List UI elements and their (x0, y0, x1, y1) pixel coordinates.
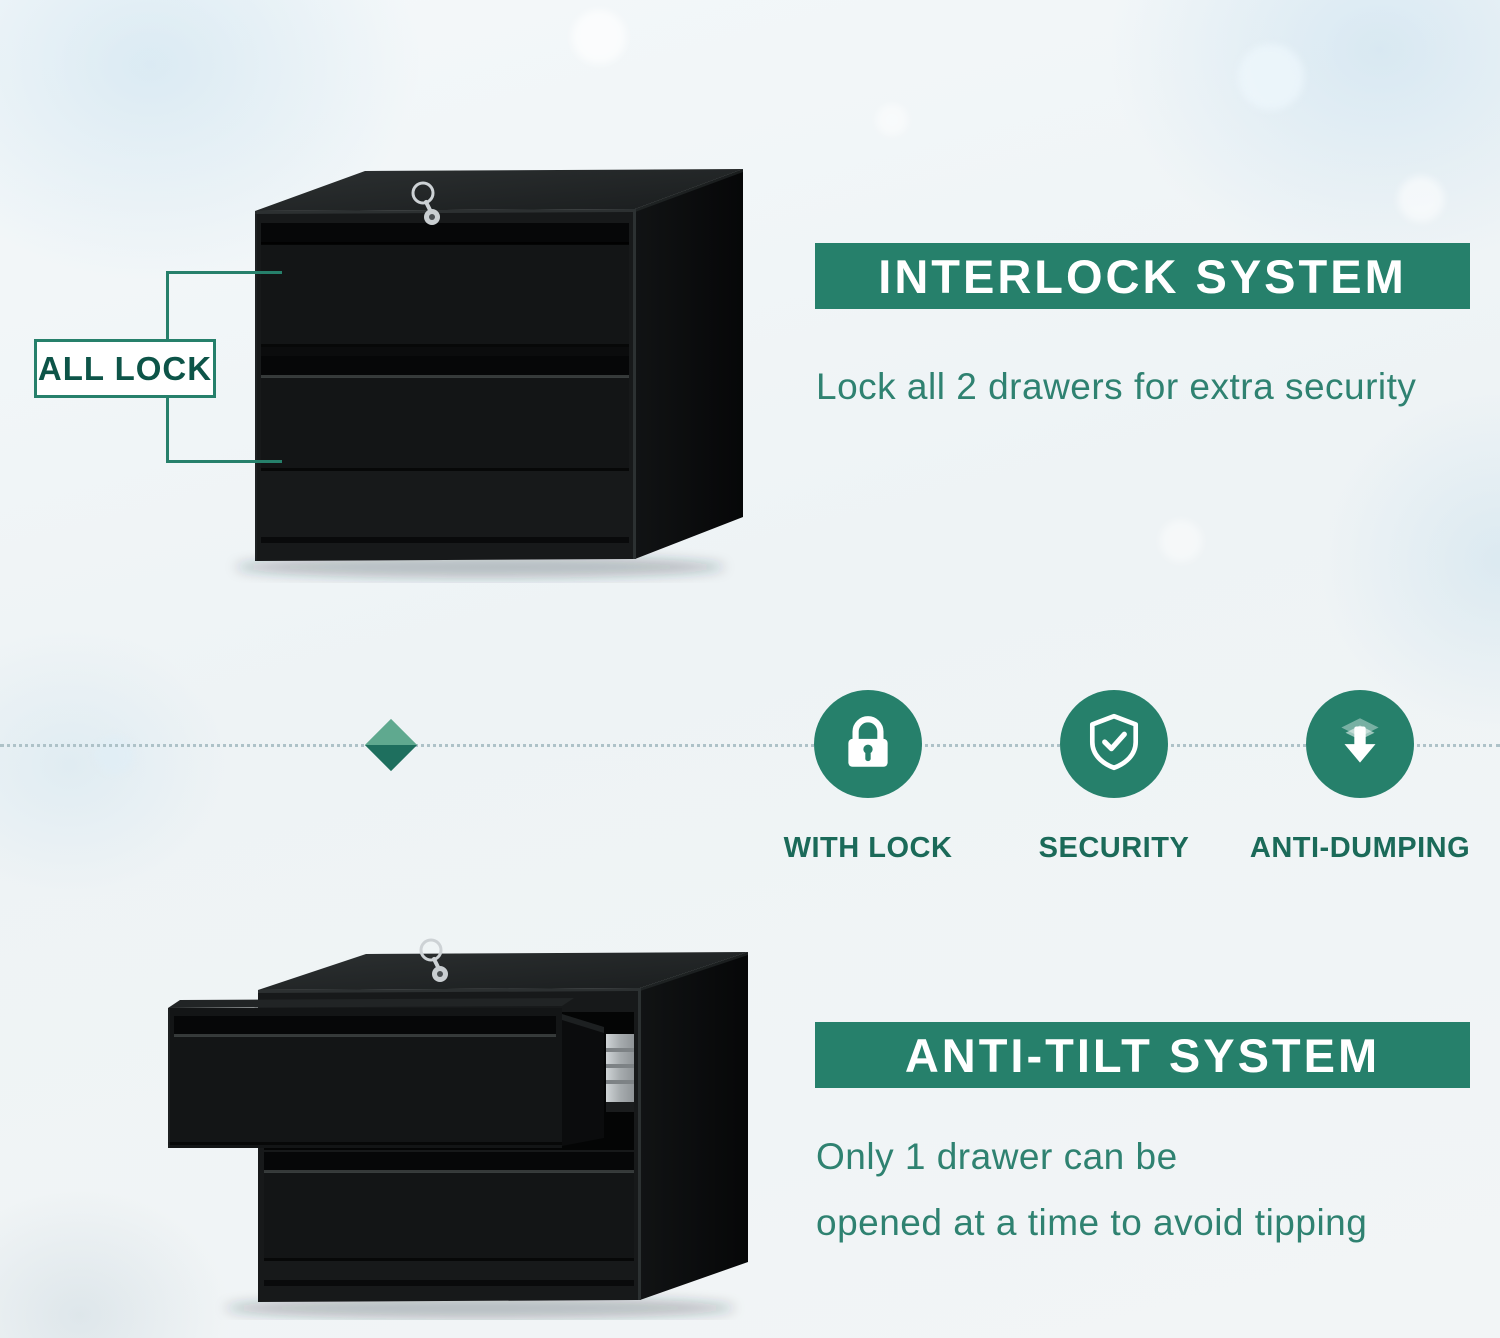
bokeh-circle (1398, 176, 1444, 222)
anti-dumping-arrow-icon (1329, 711, 1391, 778)
feature-label: WITH LOCK (783, 832, 953, 864)
background-glow (1110, 0, 1500, 270)
open-drawer-cabinet-image (168, 938, 748, 1319)
open-drawer-side (562, 1014, 604, 1146)
feature-icon-row: WITH LOCK SECURITY (758, 690, 1470, 865)
divider-diamond (364, 718, 418, 772)
closed-cabinet-image (235, 169, 743, 578)
interlock-description: Lock all 2 drawers for extra security (816, 366, 1417, 407)
all-lock-callout: ALL LOCK (34, 339, 216, 398)
padlock-icon (837, 711, 899, 778)
feature-with-lock: WITH LOCK (758, 690, 978, 865)
shield-check-icon (1083, 711, 1145, 778)
base-trim-line (261, 537, 629, 543)
key-lock (419, 938, 448, 982)
bokeh-circle (1160, 520, 1202, 562)
base-trim-line (264, 1280, 634, 1286)
interlock-system-banner: INTERLOCK SYSTEM (815, 243, 1470, 309)
anti-tilt-system-banner: ANTI-TILT SYSTEM (815, 1022, 1470, 1088)
feature-label: SECURITY (1038, 832, 1190, 864)
feature-circle (1060, 690, 1168, 798)
feature-label: ANTI-DUMPING (1249, 832, 1471, 864)
open-drawer-front (168, 998, 574, 1148)
background-glow (0, 630, 230, 900)
bokeh-circle (96, 736, 134, 774)
background-glow (1320, 390, 1500, 730)
drawer-1-front (261, 223, 629, 347)
cabinet-shadow (225, 1297, 735, 1319)
dotted-divider-line (0, 744, 1500, 747)
anti-tilt-description-line1: Only 1 drawer can be (816, 1136, 1178, 1177)
callout-bracket-top-arm (166, 271, 282, 274)
bokeh-circle (572, 10, 626, 64)
drawer-2-front (261, 356, 629, 471)
drawer-slide-rail (606, 1034, 634, 1112)
anti-tilt-description: Only 1 drawer can be opened at a time to… (816, 1124, 1496, 1256)
feature-circle (814, 690, 922, 798)
bokeh-circle (1238, 44, 1304, 110)
callout-bracket-bottom-arm (166, 460, 282, 463)
feature-security: SECURITY (1004, 690, 1224, 865)
anti-tilt-description-line2: opened at a time to avoid tipping (816, 1202, 1368, 1243)
feature-circle (1306, 690, 1414, 798)
drawer-gap (261, 347, 629, 356)
cabinet-shadow (235, 556, 725, 578)
bottom-drawer-front (264, 1152, 634, 1261)
feature-anti-dumping: ANTI-DUMPING (1250, 690, 1470, 865)
bokeh-circle (876, 104, 908, 136)
